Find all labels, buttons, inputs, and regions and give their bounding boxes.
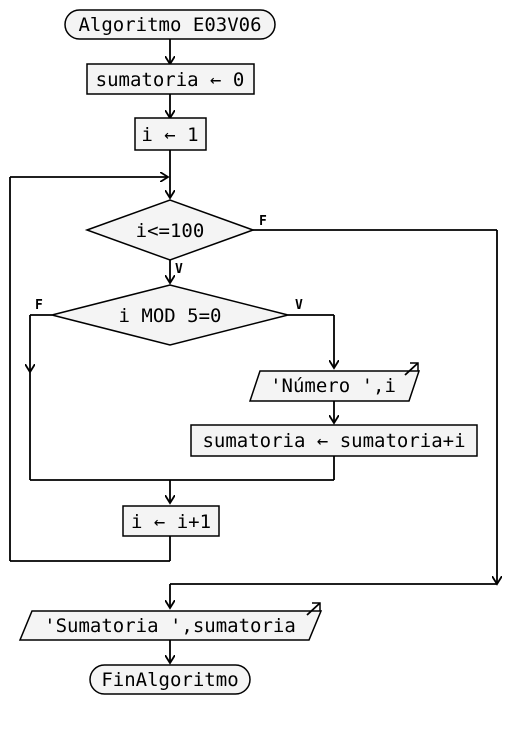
loop-true-label: V xyxy=(175,262,183,277)
svg-text:i ← 1: i ← 1 xyxy=(141,124,198,146)
svg-text:'Sumatoria ',sumatoria: 'Sumatoria ',sumatoria xyxy=(44,615,296,637)
svg-text:Algoritmo E03V06: Algoritmo E03V06 xyxy=(78,14,261,36)
output-sum: 'Sumatoria ',sumatoria xyxy=(18,602,323,641)
svg-text:sumatoria ← 0: sumatoria ← 0 xyxy=(96,69,245,91)
mod-false-label: F xyxy=(35,298,43,313)
loop-false-label: F xyxy=(259,214,267,229)
end-terminator: FinAlgoritmo xyxy=(89,664,251,695)
start-terminator: Algoritmo E03V06 xyxy=(64,9,276,40)
svg-text:'Número ',i: 'Número ',i xyxy=(270,375,396,397)
svg-text:sumatoria ← sumatoria+i: sumatoria ← sumatoria+i xyxy=(202,430,465,452)
init-i-process: i ← 1 xyxy=(134,117,207,151)
connectors xyxy=(9,39,497,663)
svg-text:i<=100: i<=100 xyxy=(136,220,205,242)
loop-decision: i<=100 xyxy=(84,199,256,261)
mod-true-label: V xyxy=(295,298,303,313)
svg-text:FinAlgoritmo: FinAlgoritmo xyxy=(101,669,238,691)
output-number: 'Número ',i xyxy=(248,362,421,402)
svg-text:i ← i+1: i ← i+1 xyxy=(131,511,211,533)
output-arrow-icon xyxy=(404,362,419,376)
accumulate-process: sumatoria ← sumatoria+i xyxy=(190,424,478,457)
svg-text:i MOD 5=0: i MOD 5=0 xyxy=(119,305,222,327)
output-arrow-icon xyxy=(306,602,321,616)
init-sum-process: sumatoria ← 0 xyxy=(86,63,255,95)
mod-decision: i MOD 5=0 xyxy=(51,284,289,346)
increment-process: i ← i+1 xyxy=(122,505,220,537)
